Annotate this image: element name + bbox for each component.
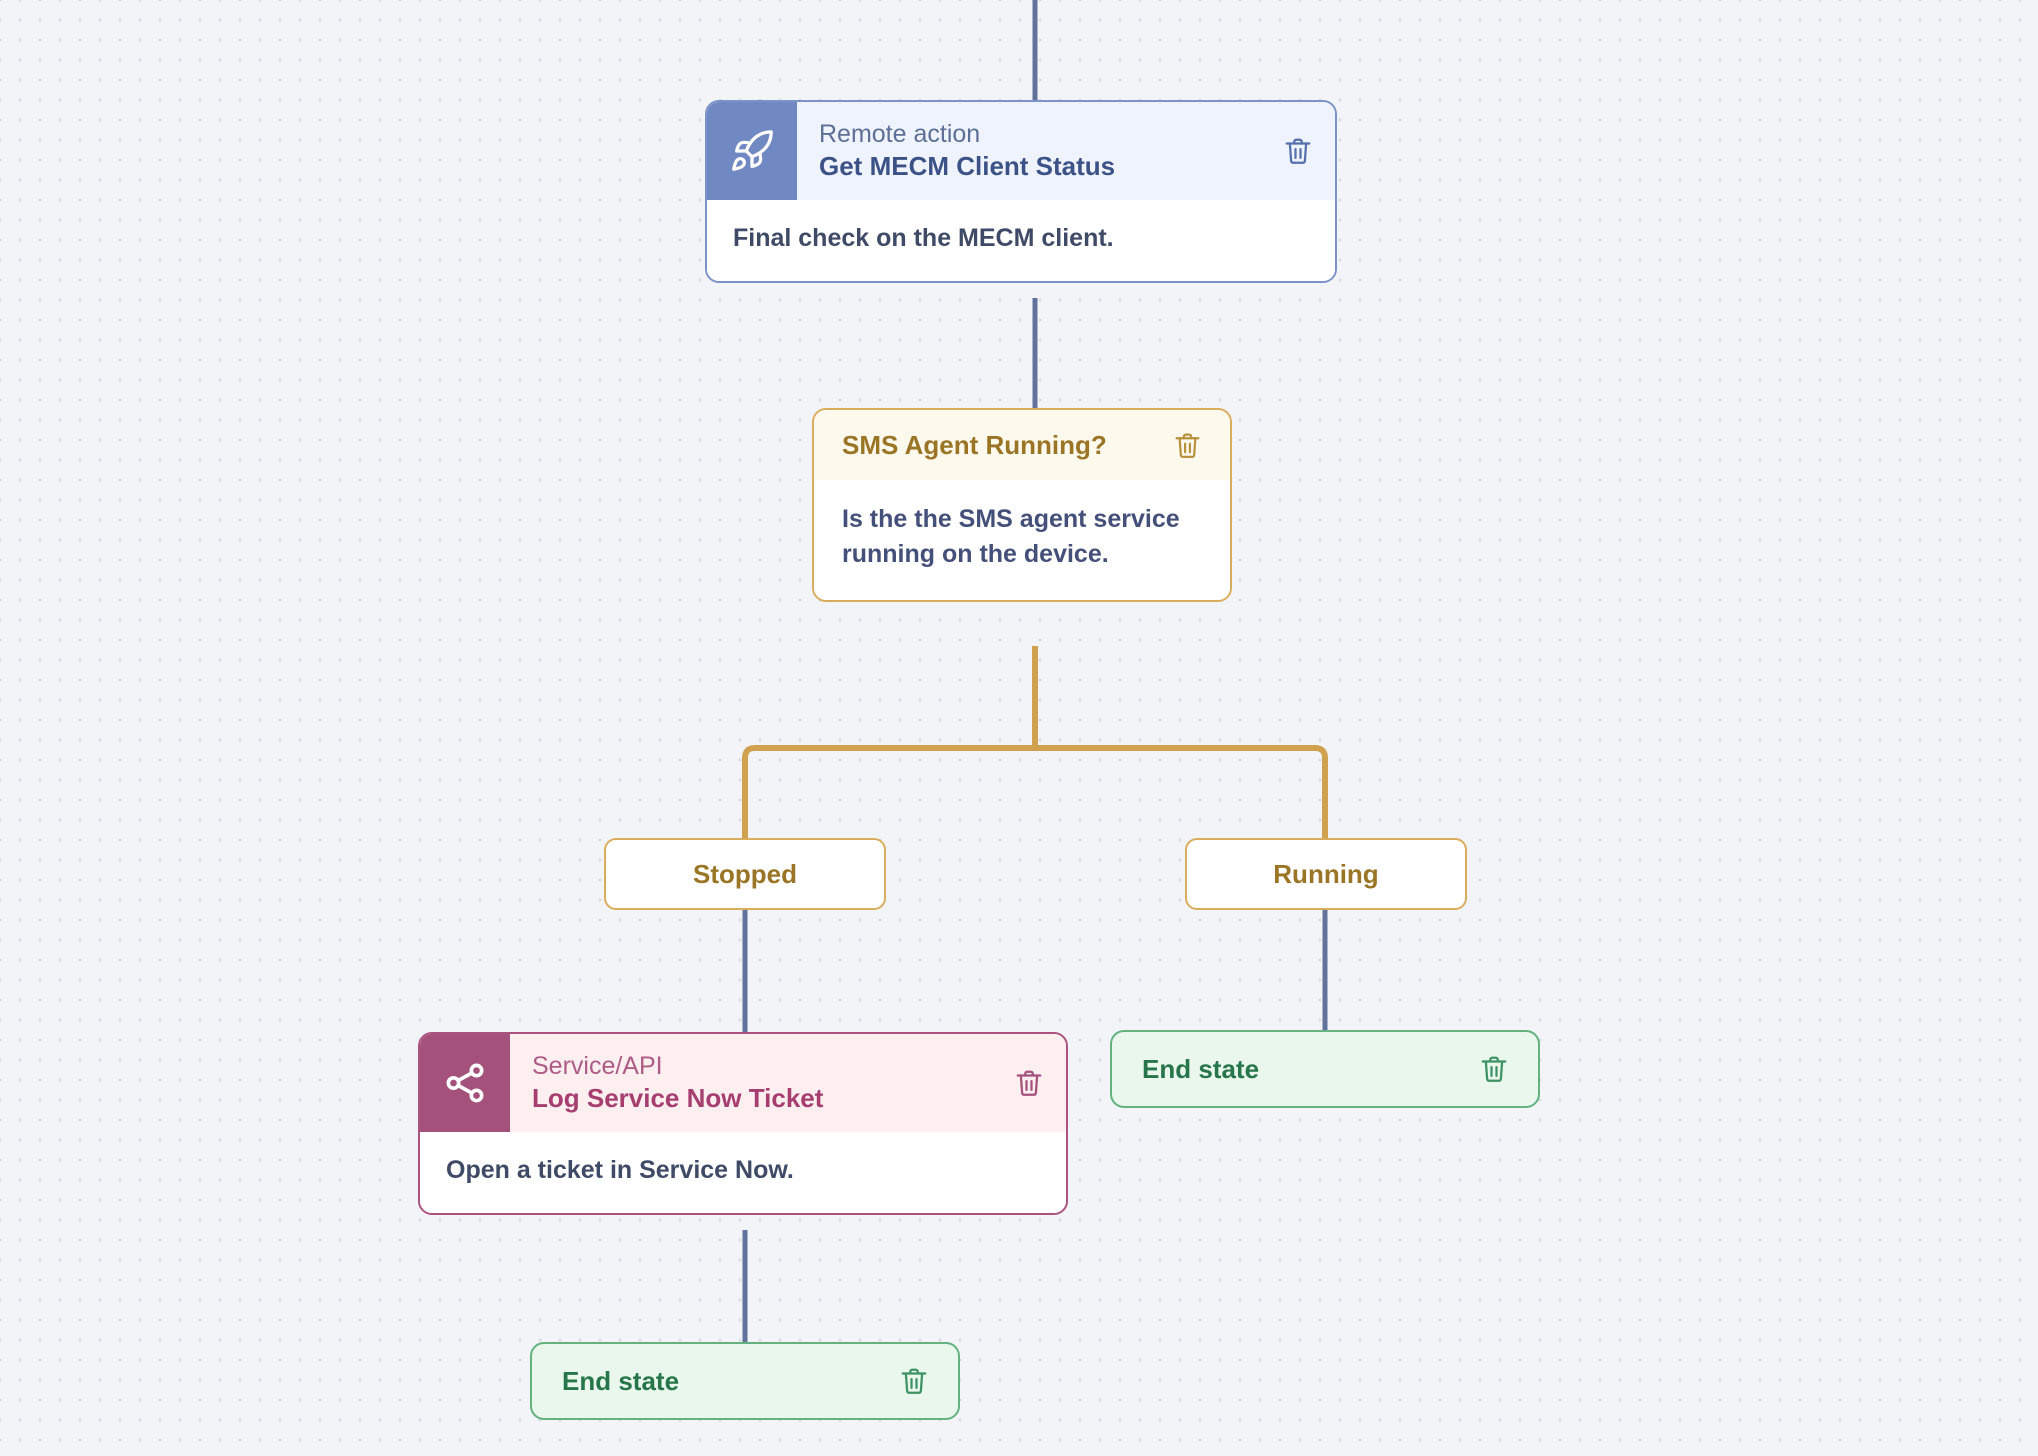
node-remote-action-name: Get MECM Client Status (819, 151, 1116, 182)
branch-label-running-text: Running (1273, 858, 1379, 889)
node-service-api-name: Log Service Now Ticket (532, 1083, 824, 1114)
delete-end-state-stopped-button[interactable] (892, 1366, 936, 1396)
node-decision-description: Is the the SMS agent service running on … (814, 480, 1230, 600)
node-remote-action-description: Final check on the MECM client. (707, 200, 1335, 281)
branch-label-stopped[interactable]: Stopped (604, 838, 886, 910)
branch-label-stopped-text: Stopped (693, 858, 797, 889)
node-decision-sms-agent[interactable]: SMS Agent Running? Is the the SMS agent … (812, 408, 1232, 602)
node-remote-action-titles: Remote action Get MECM Client Status (797, 102, 1261, 200)
edge-fork-right-running (1032, 745, 1328, 841)
node-decision-header: SMS Agent Running? (814, 410, 1230, 480)
node-service-api-titles: Service/API Log Service Now Ticket (510, 1034, 992, 1132)
branch-label-running[interactable]: Running (1185, 838, 1467, 910)
rocket-icon (707, 102, 797, 200)
share-nodes-icon (420, 1034, 510, 1132)
delete-service-api-button[interactable] (992, 1034, 1066, 1132)
delete-end-state-running-button[interactable] (1472, 1054, 1516, 1084)
node-service-api-description: Open a ticket in Service Now. (420, 1132, 1066, 1213)
node-service-api-header: Service/API Log Service Now Ticket (420, 1034, 1066, 1132)
node-remote-action[interactable]: Remote action Get MECM Client Status Fin… (705, 100, 1337, 283)
node-decision-title: SMS Agent Running? (842, 429, 1107, 460)
edge-fork-left-stopped (742, 745, 1038, 841)
node-end-state-running-label: End state (1142, 1053, 1260, 1084)
node-end-state-stopped[interactable]: End state (530, 1342, 960, 1420)
node-remote-action-header: Remote action Get MECM Client Status (707, 102, 1335, 200)
node-remote-action-kind: Remote action (819, 120, 981, 149)
node-service-api[interactable]: Service/API Log Service Now Ticket Open … (418, 1032, 1068, 1215)
delete-remote-action-button[interactable] (1261, 102, 1335, 200)
delete-decision-button[interactable] (1166, 431, 1208, 460)
node-service-api-kind: Service/API (532, 1052, 663, 1081)
node-end-state-running[interactable]: End state (1110, 1030, 1540, 1108)
node-end-state-stopped-label: End state (562, 1365, 680, 1396)
